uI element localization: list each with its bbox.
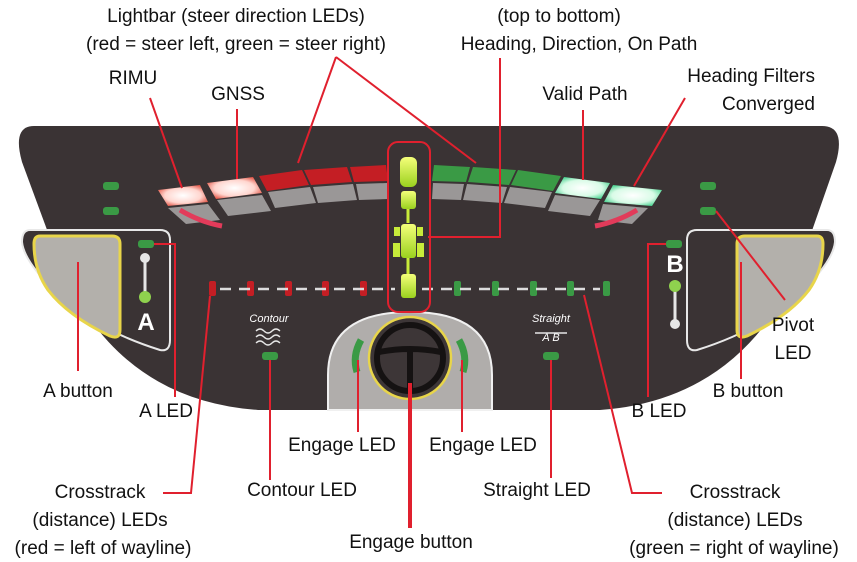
vehicle-wheel-fr-icon (417, 227, 423, 236)
heading-filters-led (604, 185, 662, 206)
label-contour-led: Contour LED (247, 480, 357, 501)
lightbar-right-led-2 (468, 167, 516, 185)
label-crosstrack-left-line1: Crosstrack (54, 482, 146, 503)
callout-crosstrack-left (163, 295, 211, 494)
callout-heading-filters (633, 97, 686, 187)
callout-stack-box (387, 141, 431, 313)
steering-wheel-spokes-icon (378, 346, 442, 388)
label-stack-line2: Heading, Direction, On Path (460, 34, 698, 55)
label-stack-line1: (top to bottom) (497, 6, 621, 27)
crosstrack-right-led-1 (454, 281, 461, 296)
a-circle-white-icon (140, 253, 150, 263)
crosstrack-right-led-5 (603, 281, 610, 296)
label-engage-button: Engage button (349, 532, 473, 553)
engage-led-left (351, 338, 365, 374)
label-crosstrack-left-line2: (distance) LEDs (32, 510, 168, 531)
left-accent-bar (178, 207, 223, 229)
label-b-led: B LED (631, 401, 687, 422)
lightbar-right-led-1 (432, 165, 470, 182)
contour-led (262, 352, 278, 360)
label-crosstrack-left-line3: (red = left of wayline) (14, 538, 192, 559)
valid-path-led (555, 177, 610, 199)
callout-pivot-led (715, 210, 786, 301)
b-circle-white-icon (670, 319, 680, 329)
callout-b-led (647, 243, 666, 397)
arc-gray-r2 (548, 195, 600, 216)
label-engage-led-left: Engage LED (288, 435, 396, 456)
gnss-led (207, 177, 262, 199)
label-heading-filters-line2: Converged (722, 94, 815, 115)
a-letter: A (137, 309, 154, 336)
label-a-led: A LED (139, 401, 193, 422)
a-led (138, 240, 154, 248)
vehicle-body-icon (401, 224, 416, 258)
callout-lines (77, 56, 786, 494)
label-lightbar-line1: Lightbar (steer direction LEDs) (107, 6, 365, 27)
callout-a-led (154, 243, 176, 397)
callout-lightbar-left (297, 56, 337, 164)
arc-gray-l4 (313, 184, 357, 203)
vehicle-wheel-rl-icon (393, 243, 400, 257)
label-a-button: A button (43, 381, 113, 402)
straight-led (543, 352, 559, 360)
crosstrack-right-led-4 (567, 281, 574, 296)
label-engage-led-right: Engage LED (429, 435, 537, 456)
vehicle-wheel-fl-icon (394, 227, 400, 236)
crosstrack-left-led-1 (209, 281, 216, 296)
label-straight-led: Straight LED (483, 480, 591, 501)
b-led (666, 240, 682, 248)
arc-gray-r3 (504, 187, 552, 208)
vehicle-wheel-rr-icon (417, 243, 424, 257)
label-crosstrack-right-line2: (distance) LEDs (667, 510, 803, 531)
crosstrack-left-led-3 (285, 281, 292, 296)
left-outer-led-bottom (103, 207, 119, 215)
callout-lightbar-right (335, 56, 477, 164)
label-crosstrack-right-line3: (green = right of wayline) (629, 538, 839, 559)
a-circle-green-icon (139, 291, 151, 303)
label-pivot-led-line1: Pivot (771, 315, 815, 336)
lightbar-right-led-3 (511, 170, 561, 191)
pivot-led (700, 207, 716, 215)
arc-gray-r4 (463, 184, 507, 203)
arc-gray-l5 (356, 183, 388, 200)
right-accent-bar (594, 207, 639, 229)
label-gnss: GNSS (211, 84, 265, 105)
lightbar-left-led-3 (350, 165, 388, 182)
left-outer-led-top (103, 182, 119, 190)
b-letter: B (666, 251, 683, 278)
arc-gray-l3 (268, 187, 316, 208)
rimu-led (158, 185, 208, 206)
arc-gray-r5 (432, 183, 464, 200)
label-lightbar-line2: (red = steer left, green = steer right) (86, 34, 386, 55)
callout-stack (428, 58, 501, 238)
crosstrack-right-led-3 (530, 281, 537, 296)
heading-led (400, 157, 417, 187)
lightbar-left-led-1 (259, 170, 309, 191)
crosstrack-left-led-2 (247, 281, 254, 296)
b-circle-green-icon (669, 280, 681, 292)
contour-icon (255, 328, 281, 346)
straight-text: Straight (532, 313, 571, 325)
label-heading-filters-line1: Heading Filters (687, 66, 815, 87)
label-pivot-led-line2: LED (774, 343, 812, 364)
on-path-led (401, 274, 416, 298)
callout-crosstrack-right (583, 294, 662, 494)
engage-led-right (455, 338, 469, 374)
label-b-button: B button (712, 381, 784, 402)
b-button[interactable] (735, 234, 825, 339)
callout-rimu (149, 97, 183, 189)
direction-led (401, 191, 416, 209)
heading-filters-led-top (700, 182, 716, 190)
label-rimu: RIMU (108, 68, 158, 89)
lightbar-left-led-2 (304, 167, 352, 185)
label-valid-path: Valid Path (542, 84, 628, 105)
contour-text: Contour (249, 313, 289, 325)
crosstrack-row (209, 281, 610, 296)
label-crosstrack-right-line1: Crosstrack (689, 482, 781, 503)
straight-ab-icon: A B (541, 332, 559, 344)
arc-gray-l2 (217, 195, 271, 216)
crosstrack-right-led-2 (492, 281, 499, 296)
